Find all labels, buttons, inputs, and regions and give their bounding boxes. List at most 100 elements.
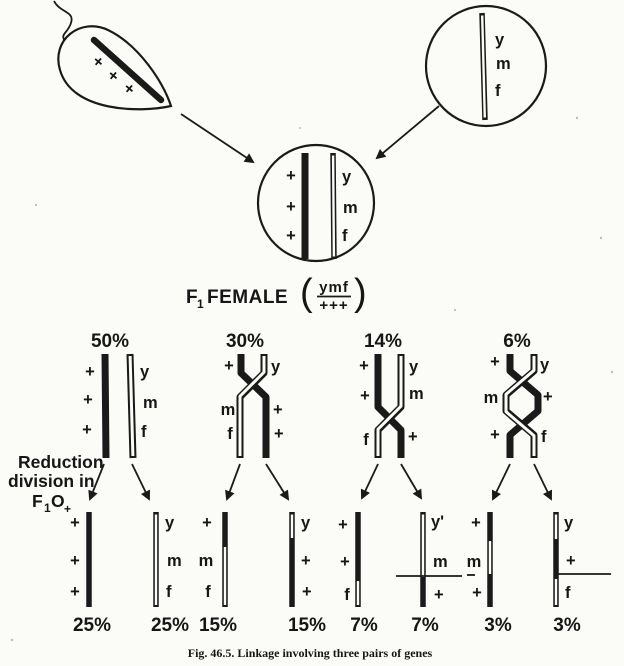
chromatid-light-core: [504, 356, 536, 456]
allele-label: y: [165, 514, 175, 532]
allele-label: +: [472, 584, 482, 602]
allele-label: m: [409, 385, 424, 403]
allele-label: f: [541, 428, 547, 446]
allele-label: +: [70, 583, 80, 601]
allele-label: f: [166, 583, 172, 601]
reduction-f: F: [32, 491, 43, 511]
allele-label: +: [360, 387, 370, 405]
gamete-double-recombinant: + m + 3%: [467, 512, 512, 636]
gamete-percent: 3%: [553, 615, 581, 636]
segregation-arrow: [400, 463, 423, 500]
allele-label: +: [85, 363, 95, 381]
allele-label: +: [302, 583, 312, 601]
meiosis-column-single-crossover-ym: 30% + m f y + + + m f 15% y + + 15%: [199, 331, 326, 636]
fertilization-arrows: [180, 105, 440, 164]
reduction-o: O: [51, 491, 65, 511]
allele-label: +: [566, 552, 576, 570]
sperm-head-outline: [57, 25, 173, 111]
zygote-allele-plus: +: [286, 198, 296, 216]
tetrad-percent: 6%: [503, 331, 531, 352]
female-word: FEMALE: [207, 287, 288, 308]
meiosis-column-no-crossover: 50% + + + y m f + + + 25% y m f 25%: [70, 331, 189, 636]
allele-label: +: [301, 552, 311, 570]
segregation-arrow: [265, 463, 290, 501]
genotype-denominator: +++: [319, 297, 348, 314]
allele-label: m: [221, 401, 236, 419]
allele-label: y: [301, 514, 311, 532]
sperm-tail: [53, 0, 73, 44]
paper-specks: [10, 116, 614, 642]
sperm-to-zygote-arrow: [180, 113, 255, 164]
egg-cell: y m f: [424, 4, 548, 128]
segregation-arrow: [360, 463, 379, 500]
allele-label: y: [564, 514, 574, 532]
egg-to-zygote-arrow: [375, 105, 440, 160]
allele-label: m: [143, 394, 158, 412]
zygote-gene-y: y: [342, 168, 352, 186]
egg-chromosome-core: [481, 15, 486, 118]
allele-label: f: [565, 584, 571, 602]
allele-label: f: [363, 431, 369, 449]
zygote-outline: [256, 143, 376, 263]
sperm-chromosome-dark: [90, 36, 165, 104]
allele-label: +: [340, 553, 350, 571]
gamete-percent: 3%: [484, 615, 512, 636]
tetrad-percent: 14%: [364, 331, 402, 352]
meiosis-column-single-crossover-mf: 14% + + f y m + + + f 7% y' m + 7%: [338, 331, 475, 636]
gamete-recombinant: y' m + 7%: [396, 512, 475, 636]
allele-label: +: [274, 425, 284, 443]
allele-label: +: [70, 514, 80, 532]
allele-label: m: [467, 553, 482, 571]
tetrad-percent: 50%: [91, 331, 129, 352]
gamete-recombinant: + m f 15%: [199, 512, 237, 636]
open-paren: (: [300, 272, 313, 314]
allele-label: m: [484, 389, 499, 407]
allele-label: +: [490, 426, 500, 444]
chromatid-light-core: [128, 355, 135, 457]
allele-label: +: [273, 401, 283, 419]
reduction-subplus: +: [64, 502, 71, 516]
chromatid-dark: [101, 353, 110, 459]
gamete-percent: 7%: [350, 615, 378, 636]
zygote-chromosome-core: [331, 155, 336, 257]
allele-label: f: [141, 423, 147, 441]
reduction-division-label: Reduction division in F 1 O +: [8, 452, 104, 516]
close-paren: ): [354, 272, 367, 314]
allele-label: +: [83, 391, 93, 409]
f1-subscript: 1: [197, 297, 204, 311]
reduction-sub1: 1: [44, 501, 51, 515]
gamete-double-recombinant: y + f 3%: [553, 512, 611, 636]
egg-gene-f: f: [495, 82, 501, 100]
segregation-arrow: [88, 463, 105, 501]
genotype-numerator: ymf: [319, 279, 349, 296]
f1-letter: F: [186, 287, 198, 308]
allele-label: +: [202, 514, 212, 532]
segregation-arrow: [225, 463, 241, 501]
chromatid-dark: [506, 354, 542, 458]
chromatid-light-core: [376, 356, 403, 456]
gamete-percent: 25%: [73, 615, 111, 636]
gamete-recombinant: + + f 7%: [338, 512, 378, 636]
f1-female-label: F 1 FEMALE ( ymf +++ ): [186, 272, 367, 314]
allele-label: +: [70, 552, 80, 570]
segregation-arrow: [533, 463, 553, 501]
zygote-gene-f: f: [342, 227, 348, 245]
egg-gene-m: m: [496, 55, 511, 73]
allele-label: y: [540, 356, 550, 374]
allele-label: m: [199, 552, 214, 570]
allele-label: f: [227, 425, 233, 443]
reduction-line2: division in: [8, 471, 95, 491]
tetrad-percent: 30%: [226, 331, 264, 352]
allele-label: +: [224, 357, 234, 375]
gamete-recombinant: y + + 15%: [288, 512, 326, 636]
allele-label: +: [82, 421, 92, 439]
allele-label: y': [431, 513, 444, 531]
allele-label: +: [359, 357, 369, 375]
gamete-percent: 25%: [151, 615, 189, 636]
zygote-allele-plus: +: [286, 167, 296, 185]
allele-label: +: [490, 353, 500, 371]
allele-label: +: [543, 388, 553, 406]
allele-label: +: [338, 516, 348, 534]
gamete-parental-light: y m f 25%: [151, 512, 189, 636]
